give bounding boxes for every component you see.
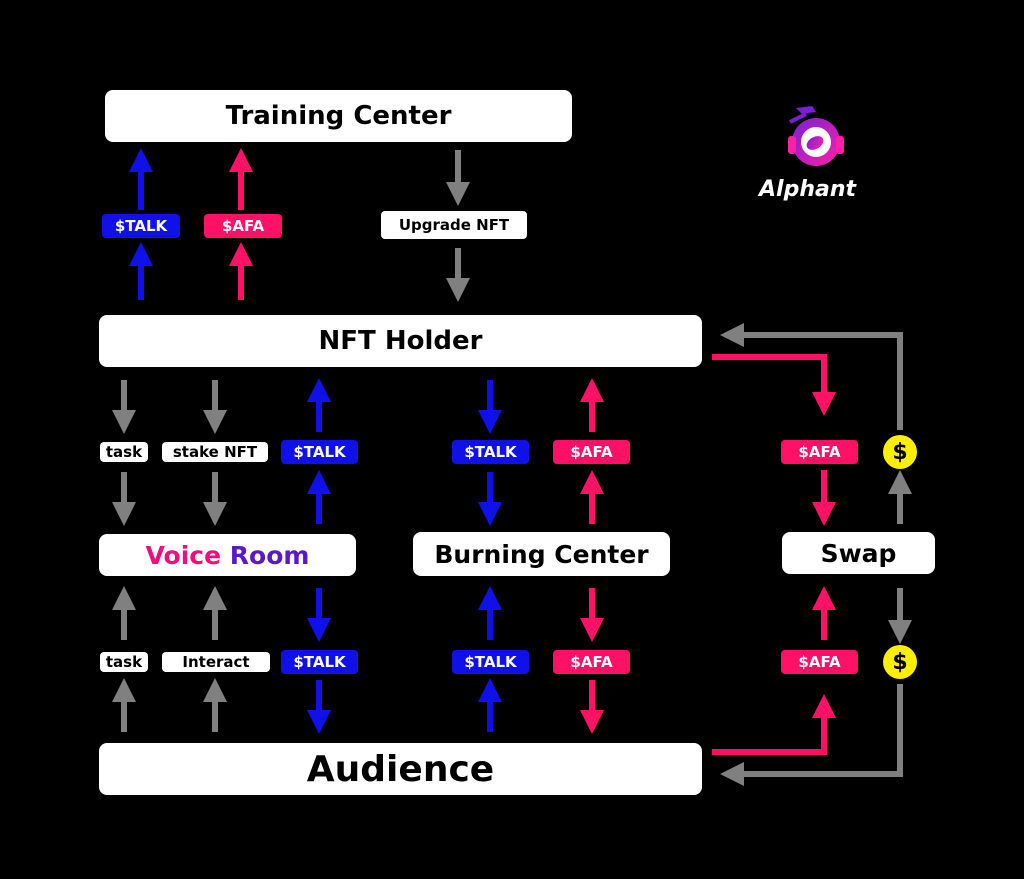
- afa-tag-training: $AFA: [204, 214, 282, 238]
- afa-tag-swap-lower: $AFA: [781, 650, 858, 674]
- talk-tag-training: $TALK: [102, 214, 180, 238]
- burning-center-node: Burning Center: [413, 532, 670, 576]
- afa-tag-swap-upper: $AFA: [781, 440, 858, 464]
- burning-center-label: Burning Center: [434, 539, 649, 569]
- arrow-afa-holder-to-swap: [712, 354, 836, 526]
- swap-label: Swap: [820, 538, 897, 568]
- training-center-node: Training Center: [105, 90, 572, 142]
- audience-label: Audience: [306, 748, 495, 790]
- alphant-logo-icon: [788, 106, 844, 166]
- dollar-coin-icon-upper: $: [883, 435, 917, 469]
- nft-holder-label: NFT Holder: [318, 326, 483, 356]
- interact-tag: Interact: [162, 652, 270, 672]
- talk-tag-burning-lower: $TALK: [452, 650, 529, 674]
- arrow-dollar-swap-to-holder: [720, 323, 912, 524]
- talk-tag-voice-upper: $TALK: [281, 440, 358, 464]
- talk-tag-voice-lower: $TALK: [281, 650, 358, 674]
- upgrade-nft-tag: Upgrade NFT: [381, 211, 527, 239]
- dollar-coin-icon-lower: $: [883, 645, 917, 679]
- arrow-dollar-swap-to-audience: [720, 588, 912, 786]
- nft-holder-node: NFT Holder: [99, 315, 702, 367]
- afa-tag-burning-upper: $AFA: [553, 440, 630, 464]
- task-tag-upper: task: [100, 442, 148, 462]
- afa-tag-burning-lower: $AFA: [553, 650, 630, 674]
- voice-room-node: Voice Room: [99, 534, 356, 576]
- swap-node: Swap: [782, 532, 935, 574]
- alphant-logo-text: Alphant: [759, 177, 857, 202]
- training-center-label: Training Center: [225, 101, 452, 131]
- audience-node: Audience: [99, 743, 702, 795]
- voice-room-label-voice: Voice: [145, 540, 222, 570]
- talk-tag-burning-upper: $TALK: [452, 440, 529, 464]
- stake-nft-tag: stake NFT: [162, 442, 268, 462]
- voice-room-label-room: Room: [229, 540, 310, 570]
- task-tag-lower: task: [100, 652, 148, 672]
- arrow-afa-audience-to-swap: [712, 586, 836, 755]
